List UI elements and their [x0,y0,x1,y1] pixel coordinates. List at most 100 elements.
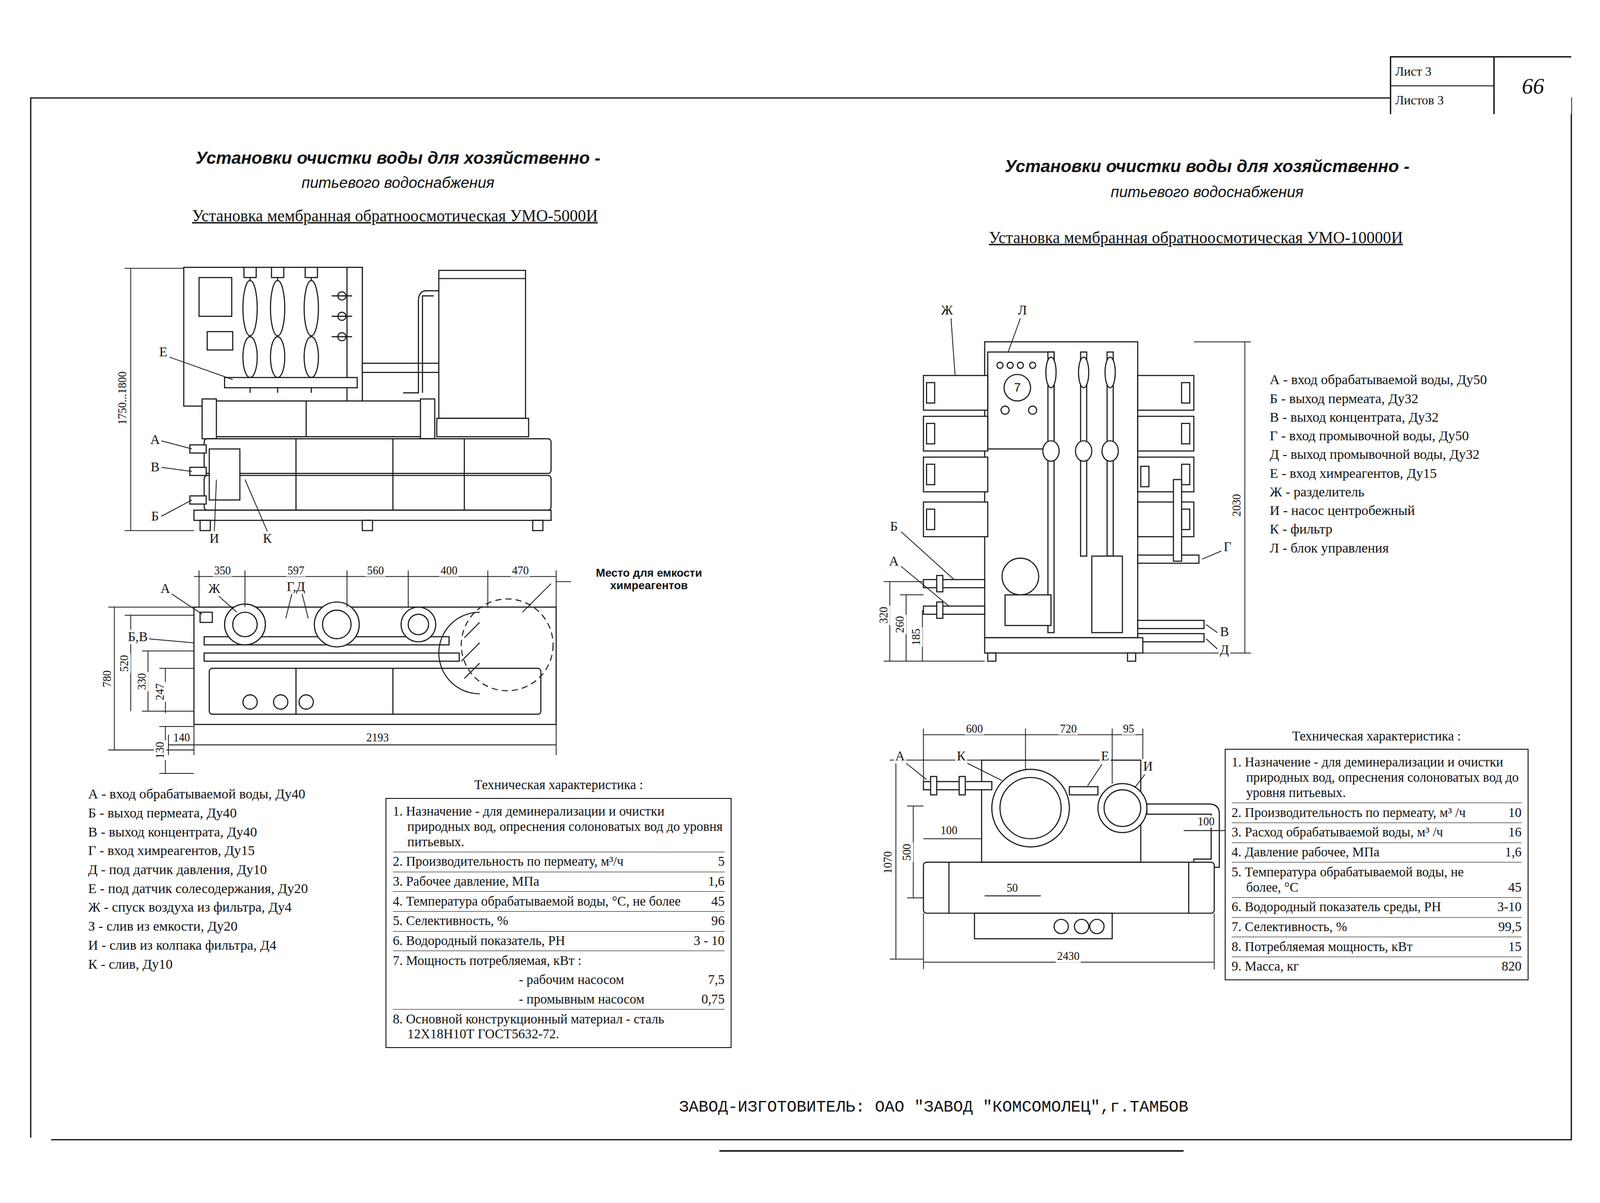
table-heading: Техническая характеристика : [1224,728,1529,745]
callout-letter: Б,В [126,629,150,644]
dimension: 100 [939,824,959,837]
table-row: 2. Производительность по пермеату, м³ /ч… [1231,803,1522,823]
dimension: 185 [910,626,923,647]
callout-letter: К [261,531,274,547]
spec-name: 7. Селективность, % [1231,919,1491,935]
table-row: 5. Температура обрабатываемой воды, не б… [1231,862,1522,898]
spec-value: 0,75 [701,991,725,1008]
spec-value: 820 [1501,958,1522,975]
spec-name: 6. Водородный показатель среды, РН [1231,899,1490,915]
dimension: 780 [101,668,114,689]
dimension: 50 [1005,881,1020,894]
dimension: 1070 [881,849,894,875]
spec-value: 5 [718,854,725,870]
dimension: 95 [1121,722,1136,735]
table-row: 9. Масса, кг 820 [1231,957,1522,977]
callout-letter: И [208,531,221,547]
spec-name: 5. Температура обрабатываемой воды, не б… [1231,864,1501,896]
table-row: 3. Рабочее давление, МПа 1,6 [392,872,725,893]
spec-value: 45 [1508,880,1522,896]
spec-name: 5. Селективность, % [392,913,704,929]
spec-name: 2. Производительность по пермеату, м³ /ч [1231,805,1501,821]
table-row: 7. Селективность, % 99,5 [1231,917,1522,938]
callout-letter: Ж [206,581,222,596]
callout-letter: Г [1222,539,1234,554]
stamp-cells: Лист 3Листов 3 [1391,57,1495,115]
table-row: - рабочим насосом7,5 [392,970,725,990]
table-row: 3. Расход обрабатываемой воды, м³ /ч 16 [1231,822,1522,843]
dimension: 560 [365,564,386,577]
spec-value: 16 [1508,824,1522,841]
table-row: 2. Производительность по пермеату, м³/ч5 [392,852,725,873]
spec-name: 1. Назначение - для деминерализации и оч… [1231,754,1522,801]
dimension: 320 [877,605,891,625]
spec-value: 7,5 [707,972,725,988]
title-stamp: Лист 3Листов 366 [1389,56,1572,115]
legend-item: Д - под датчик давления, Ду10 [86,861,269,878]
callout-letter: А [887,553,901,569]
dimension: 350 [212,564,232,577]
page-number: 66 [1494,57,1572,115]
sheet-title: Установки очистки воды для хозяйственно … [194,148,603,168]
unit-name: Установка мембранная обратноосмотическая… [190,207,600,226]
spec-name: 8. Основной конструкционный материал - с… [392,1011,725,1043]
spec-value: 3 - 10 [693,933,725,949]
spec-name: 3. Рабочее давление, МПа [392,873,701,890]
spec-name: 8. Потребляемая мощность, кВт [1231,939,1501,955]
legend-item: А - вход обрабатываемой воды, Ду40 [86,786,307,802]
callout-letter: А [159,581,172,596]
table-row: 1. Назначение - для деминерализации и оч… [392,802,725,853]
legend-item: В - выход концентрата, Ду40 [86,823,259,840]
legend-item: З - слив из емкости, Ду20 [86,918,239,934]
table-heading: Техническая характеристика : [385,777,732,793]
dimension: 2430 [1055,950,1081,963]
spec-value: 1,6 [707,873,725,890]
callout-letter: В [1218,624,1231,639]
table-frame: 1. Назначение - для деминерализации и оч… [385,797,732,1048]
legend-item: К - слив, Ду10 [86,956,174,972]
spec-name: 6. Водородный показатель, РН [392,933,686,949]
unit-name: Установка мембранная обратноосмотическая… [987,228,1405,247]
place-note: Место для емкости химреагентов [571,567,727,592]
callout-letter: К [955,748,968,764]
spec-value: 1,6 [1504,844,1522,861]
dimension: 520 [118,653,131,674]
table-row: 4. Давление рабочее, МПа 1,6 [1231,842,1522,863]
table-row: 6. Водородный показатель, РН 3 - 10 [392,931,725,952]
dimension: 400 [439,564,459,577]
sheet-count: Листов 3 [1391,86,1494,115]
spec-name: 4. Температура обрабатываемой воды, °С, … [392,893,704,910]
dimension: 100 [1196,815,1216,828]
spec-value: 99,5 [1498,919,1522,935]
sheet-number: Лист 3 [1391,57,1494,87]
spec-value: 10 [1508,805,1522,821]
dimension: 140 [171,731,192,745]
callout-letter: Е [1099,748,1111,764]
callout-letter: Б [888,519,900,534]
sheet-subtitle: питьевого водоснабжения [300,174,496,192]
dimension: 1750...1800 [116,369,129,426]
dimension: 260 [893,614,907,635]
callout-letter: Г,Д [285,579,307,594]
table-row: 7. Мощность потребляемая, кВт : [392,951,725,971]
dimension: 247 [154,681,167,702]
dimension: 720 [1058,722,1079,735]
callout-letter: В [149,460,161,475]
sheet-subtitle: питьевого водоснабжения [1109,183,1305,200]
table-row: 1. Назначение - для деминерализации и оч… [1231,752,1522,804]
callout-letter: Б [149,508,161,524]
legend-item: Ж - разделитель [1268,483,1366,500]
legend-item: И - слив из колпака фильтра, Д4 [86,937,278,953]
legend-item: А - вход обрабатываемой воды, Ду50 [1268,372,1489,388]
legend-item: К - фильтр [1268,521,1334,537]
callout-letter: А [893,748,907,764]
spec-value: 45 [711,893,725,910]
spec-name: 9. Масса, кг [1231,958,1494,975]
spec-name: 4. Давление рабочее, МПа [1231,844,1498,861]
dimension: 130 [154,740,167,760]
spec-value: 3-10 [1497,899,1522,915]
spec-name: 3. Расход обрабатываемой воды, м³ /ч [1231,824,1501,841]
legend-item: В - выход концентрата, Ду32 [1268,409,1440,425]
legend-item: И - насос центробежный [1268,502,1417,519]
